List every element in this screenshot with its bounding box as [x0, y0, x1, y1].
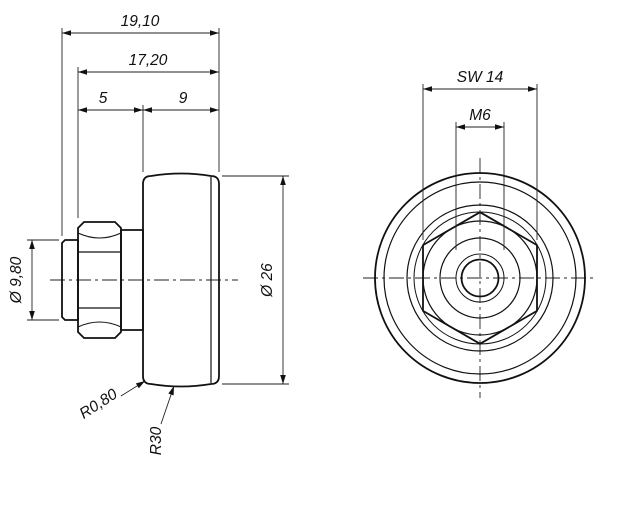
dim-fillet-radius: R0,80	[77, 380, 146, 423]
arrow-left	[456, 124, 465, 130]
roller-body	[142, 172, 220, 388]
thread-bore-circle	[460, 258, 500, 298]
arrow-left	[62, 30, 71, 36]
arrow-right	[528, 86, 537, 92]
arrow-bottom	[280, 375, 286, 384]
dim-wrench-size: SW 14	[422, 69, 538, 240]
arrow-mid-left	[134, 107, 143, 113]
side-view: 19,10 17,20 5 9 Ø 9,80	[8, 13, 289, 455]
roller-body-group	[142, 172, 220, 388]
dim-shaft-diameter-label: Ø 9,80	[8, 256, 25, 304]
arrow-left	[78, 107, 87, 113]
dim-total-length-label: 19,10	[121, 13, 160, 30]
arrow-mid-right	[143, 107, 152, 113]
dim-body-length: 17,20	[77, 52, 219, 218]
hex-nut-outline	[77, 221, 122, 339]
dim-wrench-size-label: SW 14	[457, 69, 504, 86]
arrow-left	[423, 86, 432, 92]
arrow-left	[78, 69, 87, 75]
arrow-bottom	[29, 311, 35, 320]
roller-outer-circle	[374, 172, 586, 384]
shaft-circle	[439, 237, 521, 319]
dim-thread-label: M6	[469, 107, 491, 124]
dim-roller-diameter: Ø 26	[222, 175, 289, 385]
dim-roller-diameter-label: Ø 26	[259, 263, 276, 298]
dim-crown-radius: R30	[148, 385, 175, 455]
hex-nut-front-outline	[422, 211, 538, 345]
dim-nut-and-roller-width: 5 9	[78, 90, 219, 172]
face-recess-circle	[406, 204, 554, 352]
front-view: SW 14 M6	[363, 69, 597, 398]
arrow	[168, 386, 174, 396]
nut-chamfer-arc-bottom	[77, 321, 122, 328]
arrow-right	[495, 124, 504, 130]
dim-fillet-radius-label: R0,80	[77, 386, 121, 423]
dim-thread: M6	[455, 107, 505, 250]
dim-crown-radius-label: R30	[148, 426, 165, 455]
roller-face-chamfer-circle	[383, 181, 577, 375]
dim-shaft-diameter: Ø 9,80	[8, 239, 59, 321]
dim-nut-section-label: 5	[99, 90, 108, 107]
arrow-top	[280, 176, 286, 185]
dim-total-length: 19,10	[61, 13, 220, 236]
arrow-right	[210, 69, 219, 75]
arrow-top	[29, 240, 35, 249]
hex-nut-side	[77, 221, 122, 339]
nut-chamfer-arc-top	[77, 232, 122, 239]
arrow-right	[210, 107, 219, 113]
dim-roller-width-label: 9	[179, 90, 188, 107]
arrow-right	[210, 30, 219, 36]
thread-major-circle	[455, 253, 505, 303]
arrow	[135, 381, 145, 389]
dim-body-length-label: 17,20	[129, 52, 168, 69]
nut-chamfer-circle	[422, 220, 538, 336]
